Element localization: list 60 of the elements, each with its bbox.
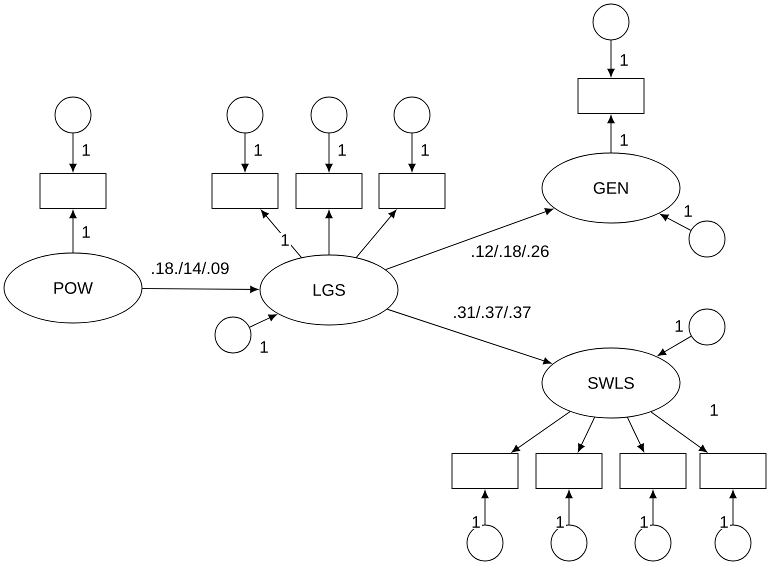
edge-label: 1 — [638, 514, 650, 530]
edge-label: .18./14/.09 — [149, 260, 231, 276]
indicator-box — [296, 173, 362, 209]
indicator-box — [700, 453, 766, 489]
arrow — [729, 490, 737, 525]
error-circle — [226, 96, 264, 134]
edge-label: .12/.18/.26 — [469, 244, 551, 258]
arrow — [356, 210, 396, 258]
arrow — [627, 417, 644, 452]
arrow — [408, 133, 416, 172]
arrow — [241, 133, 249, 172]
arrow — [386, 308, 552, 364]
indicator-box — [452, 453, 518, 489]
arrow — [660, 214, 692, 231]
arrow — [607, 115, 615, 153]
arrow — [385, 208, 554, 270]
arrow — [607, 40, 615, 77]
indicator-box — [378, 173, 446, 209]
indicator-box — [578, 78, 644, 114]
arrow — [69, 133, 77, 172]
arrow — [325, 133, 333, 172]
arrow — [565, 490, 573, 525]
arrow — [249, 314, 277, 328]
edge-label: 1 — [470, 514, 482, 530]
edge-label: 1 — [336, 142, 348, 158]
indicator-box — [620, 453, 686, 489]
arrow — [142, 286, 258, 293]
edge-label: 1 — [708, 402, 720, 418]
error-circle — [310, 96, 348, 134]
edge-label: 1 — [718, 514, 730, 530]
edge-label: 1 — [279, 232, 291, 248]
edge-label: 1 — [258, 340, 270, 354]
arrow — [650, 411, 708, 453]
edge-label: .31/.37/.37 — [451, 304, 533, 320]
edge-label: 1 — [80, 224, 92, 240]
edge-label: 1 — [419, 142, 431, 158]
arrow — [578, 417, 596, 452]
error-circle — [688, 220, 726, 258]
error-circle — [592, 4, 630, 40]
indicator-box — [212, 173, 278, 209]
arrow — [649, 490, 657, 525]
edge-label: 1 — [618, 52, 630, 68]
error-circle — [54, 96, 92, 134]
arrow — [260, 210, 302, 258]
edge-label: 1 — [618, 132, 630, 148]
edge-label: 1 — [554, 514, 566, 530]
arrow — [69, 210, 77, 253]
error-circle — [688, 308, 726, 346]
arrow — [512, 411, 570, 453]
edge-label: 1 — [252, 142, 264, 158]
error-circle — [214, 316, 252, 354]
edge-label: 1 — [673, 318, 685, 334]
arrow — [658, 336, 692, 356]
edge-label: 1 — [682, 204, 694, 218]
indicator-box — [536, 453, 602, 489]
arrow — [481, 490, 489, 525]
arrow — [325, 210, 333, 255]
error-circle — [394, 96, 430, 134]
indicator-box — [40, 173, 106, 209]
edge-label: 1 — [80, 142, 92, 158]
